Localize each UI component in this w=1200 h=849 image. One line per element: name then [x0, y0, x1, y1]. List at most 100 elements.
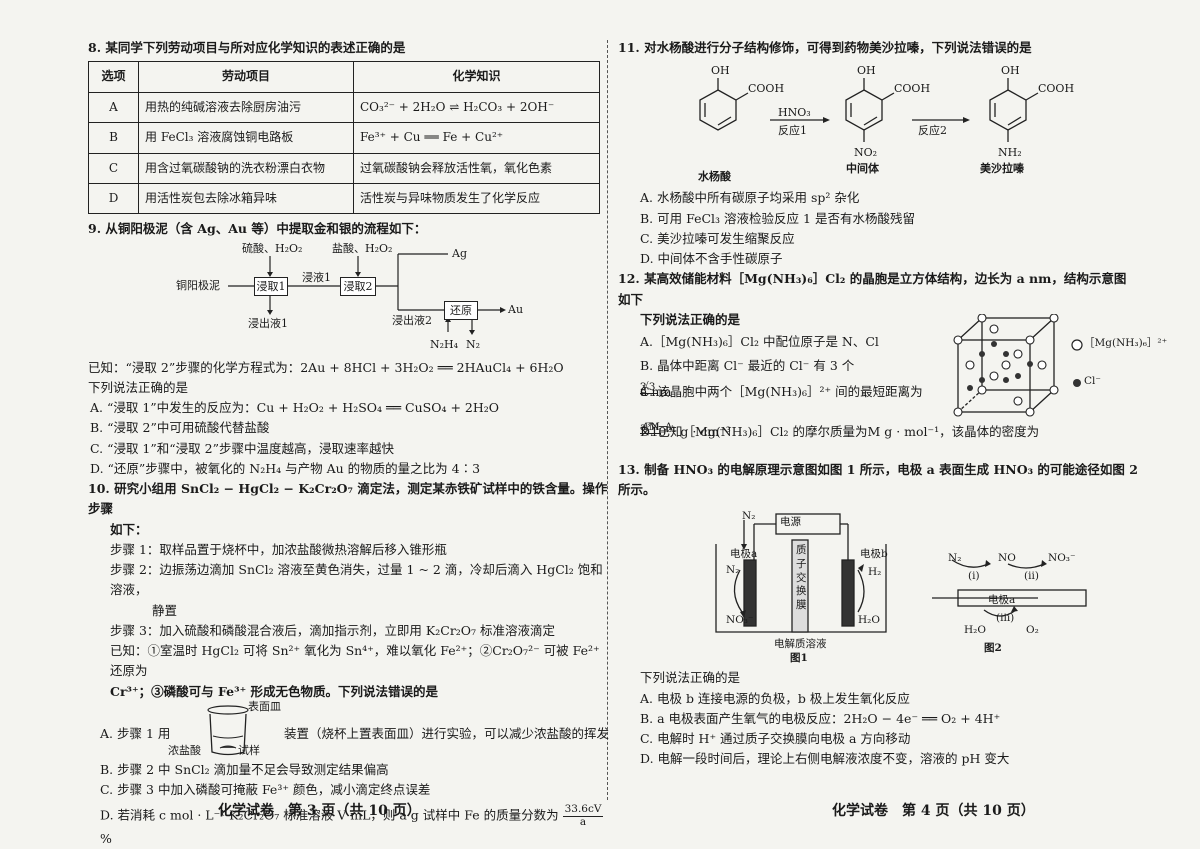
q8-cell: 用 FeCl₃ 溶液腐蚀铜电路板 [138, 122, 354, 154]
q10-fig-dish: 表面皿 [248, 699, 281, 713]
left-page: 8. 某同学下列劳动项目与所对应化学知识的表述正确的是 选项 劳动项目 化学知识… [88, 38, 609, 849]
fraction-denominator: a³N_A [640, 420, 673, 433]
q12-option-c-post: a nm [640, 383, 672, 399]
q11-name-intermediate: 中间体 [846, 162, 879, 176]
q10-option-d: D. 若消耗 c mol · L⁻¹ K₂Cr₂O₇ 标准溶液 V mL，则 a… [88, 804, 608, 848]
q13-fig1-membrane: 质子交换膜 [796, 544, 807, 611]
table-row: C 用含过氧碳酸钠的洗衣粉漂白衣物 过氧碳酸钠会释放活性氧，氧化色素 [88, 152, 600, 185]
q10-step2-cont: 静置 [152, 602, 178, 618]
q9-output-1: 浸出液1 [248, 316, 288, 330]
q10-known-cont: Cr³⁺；③磷酸可与 Fe³⁺ 形成无色物质。下列说法错误的是 [110, 683, 439, 699]
q11-structures [699, 78, 1039, 143]
fraction-denominator: 2 [640, 380, 647, 393]
q11-option-b: B. 可用 FeCl₃ 溶液检验反应 1 是否有水杨酸残留 [640, 210, 915, 226]
q10-option-b: B. 步骤 2 中 SnCl₂ 滴加量不足会导致测定结果偏高 [100, 761, 389, 777]
q11-reaction-2: 反应2 [918, 124, 947, 138]
q8-stem: 8. 某同学下列劳动项目与所对应化学知识的表述正确的是 [88, 40, 406, 55]
q10-fig-sample: 试样 [238, 743, 260, 757]
q11-oh-2: OH [857, 64, 876, 78]
q8-cell: CO₃²⁻ + 2H₂O ⇌ H₂CO₃ + 2OH⁻ [353, 91, 600, 124]
q11-name-salicylic: 水杨酸 [698, 170, 731, 184]
q11-cooh-2: COOH [894, 82, 931, 96]
q11-reagent-hno3: HNO₃ [778, 106, 811, 120]
q9-stem: 9. 从铜阳极泥（含 Ag、Au 等）中提取金和银的流程如下： [88, 221, 427, 237]
q13-fig2-o2: O₂ [1026, 624, 1039, 637]
q9-n2: N₂ [466, 337, 481, 351]
q13-option-d: D. 电解一段时间后，理论上右侧电解液浓度不变，溶液的 pH 变大 [640, 751, 1010, 767]
q13-fig1-solution: 电解质溶液 [774, 638, 827, 651]
q10-fig-acid: 浓盐酸 [168, 743, 201, 757]
q11-no2: NO₂ [854, 146, 878, 160]
q11-nh2: NH₂ [998, 146, 1022, 160]
q10-option-c: C. 步骤 3 中加入磷酸可掩蔽 Fe³⁺ 颜色，减小滴定终点误差 [100, 782, 431, 798]
q10-option-d-pre: D. 若消耗 c mol · L⁻¹ K₂Cr₂O₇ 标准溶液 V mL，则 a… [100, 807, 559, 823]
q11-name-mesalazine: 美沙拉嗪 [980, 162, 1024, 176]
chloride-legend-icon [1073, 378, 1081, 387]
q10-stem: 10. 研究小组用 SnCl₂ − HgCl₂ − K₂Cr₂O₇ 滴定法，测定… [88, 481, 608, 517]
q9-box-leach1: 浸取1 [254, 276, 288, 296]
q8-cell: C [88, 152, 139, 185]
q13-fig1-n2-in: N₂ [742, 510, 756, 523]
q11-cooh-1: COOH [748, 82, 785, 96]
q12-option-d-pre: D. 已知［Mg(NH₃)₆］Cl₂ 的摩尔质量为M g · mol⁻¹，该晶体… [640, 423, 1040, 439]
q8-cell: 用含过氧碳酸钠的洗衣粉漂白衣物 [138, 152, 354, 185]
page-divider [607, 40, 608, 800]
q12-stem: 12. 某高效储能材料［Mg(NH₃)₆］Cl₂ 的晶胞是立方体结构，边长为 a… [618, 271, 1127, 307]
q11-stem: 11. 对水杨酸进行分子结构修饰，可得到药物美沙拉嗪，下列说法错误的是 [618, 40, 1032, 55]
q9-known: 已知：“浸取 2”步骤的化学方程式为：2Au + 8HCl + 3H₂O₂ ══… [88, 359, 564, 375]
q9-start: 铜阳极泥 [176, 278, 220, 292]
q11-oh-1: OH [711, 64, 730, 78]
fraction-numerator: 4M [640, 420, 662, 435]
q13-option-b: B. a 电极表面产生氧气的电极反应：2H₂O − 4e⁻ ══ O₂ + 4H… [640, 710, 1001, 726]
q12-legend-cl: Cl⁻ [1084, 374, 1101, 387]
q11-oh-3: OH [1001, 64, 1020, 78]
q13-fig1-electrode-b: 电极b [860, 548, 888, 561]
q10-option-d-post: % [100, 830, 112, 846]
q8-cell: B [88, 122, 139, 154]
q9-box-leach2: 浸取2 [340, 276, 376, 296]
q13-ask: 下列说法正确的是 [640, 670, 741, 686]
q12-ask: 下列说法正确的是 [640, 311, 741, 327]
q12-body: 下列说法正确的是 A.［Mg(NH₃)₆］Cl₂ 中配位原子是 N、Cl B. … [618, 310, 1167, 454]
q10-step2: 步骤 2：边振荡边滴加 SnCl₂ 溶液至黄色消失，过量 1 ~ 2 滴，冷却后… [110, 562, 603, 598]
q9-n2h4: N₂H₄ [430, 337, 459, 351]
q13-figures: N₂ 电源 电极a 电极b N₂ H₂ 质子交换膜 NO₃⁻ H₂O 电解质溶液… [618, 500, 1138, 668]
footer-right: 化学试卷 第 4 页（共 10 页） [832, 803, 1035, 819]
mg-complex-legend-icon [1071, 339, 1083, 351]
q13-fig2-step-iii: (iii) [996, 612, 1015, 625]
fraction-numerator: 33.6cV [562, 803, 604, 817]
q13-fig1-electrode-a: 电极a [730, 548, 758, 561]
q12-option-b: B. 晶体中距离 Cl⁻ 最近的 Cl⁻ 有 3 个 [640, 357, 855, 373]
fraction-numerator: √3 [640, 380, 658, 395]
q12-option-a: A.［Mg(NH₃)₆］Cl₂ 中配位原子是 N、Cl [640, 333, 879, 349]
q9-option-a: A. “浸取 1”中发生的反应为：Cu + H₂O₂ + H₂SO₄ ══ Cu… [90, 400, 500, 416]
q13-fig1-no3: NO₃⁻ [726, 614, 754, 627]
q8-cell: A [88, 91, 139, 124]
q13-fig2-n2: N₂ [948, 552, 962, 565]
q13-fig1-power: 电源 [780, 516, 801, 529]
q13-fig1-caption: 图1 [790, 652, 808, 665]
q9-ask: 下列说法正确的是 [88, 379, 189, 395]
q8-header-knowledge: 化学知识 [353, 61, 600, 93]
q9-flowchart: 硫酸、H₂O₂ 盐酸、H₂O₂ 铜阳极泥 浸取1 浸液1 浸取2 浸出液1 Ag… [88, 240, 608, 358]
q13-fig2-h2o: H₂O [964, 624, 986, 637]
q9-product-au: Au [508, 302, 524, 316]
q8-header-option: 选项 [88, 61, 139, 93]
q10-known: 已知：①室温时 HgCl₂ 可将 Sn²⁺ 氧化为 Sn⁴⁺，难以氧化 Fe²⁺… [110, 643, 600, 679]
q8-cell: Fe³⁺ + Cu ══ Fe + Cu²⁺ [353, 122, 600, 154]
q9-reagent-2: 盐酸、H₂O₂ [332, 241, 393, 255]
fraction-denominator: a [579, 815, 587, 828]
q9-option-c: C. “浸取 1”和“浸取 2”步骤中温度越高，浸取速率越快 [90, 440, 394, 456]
q8-cell: 活性炭与异味物质发生了化学反应 [353, 182, 600, 215]
q13-fig2-step-i: (i) [968, 570, 980, 583]
q9-option-d: D. “还原”步骤中，被氧化的 N₂H₄ 与产物 Au 的物质的量之比为 4∶3 [90, 460, 481, 476]
table-row: D 用活性炭包去除冰箱异味 活性炭与异味物质发生了化学反应 [88, 182, 600, 215]
q13-diagram-lines [715, 513, 1087, 633]
q13-fig2-no3: NO₃⁻ [1048, 552, 1076, 565]
q11-option-c: C. 美沙拉嗪可发生缩聚反应 [640, 230, 795, 246]
q9-box-reduce: 还原 [444, 300, 478, 320]
table-row: B 用 FeCl₃ 溶液腐蚀铜电路板 Fe³⁺ + Cu ══ Fe + Cu²… [88, 122, 600, 154]
q13-stem: 13. 制备 HNO₃ 的电解原理示意图如图 1 所示，电极 a 表面生成 HN… [618, 461, 1138, 497]
q13-fig2-no: NO [998, 552, 1016, 565]
